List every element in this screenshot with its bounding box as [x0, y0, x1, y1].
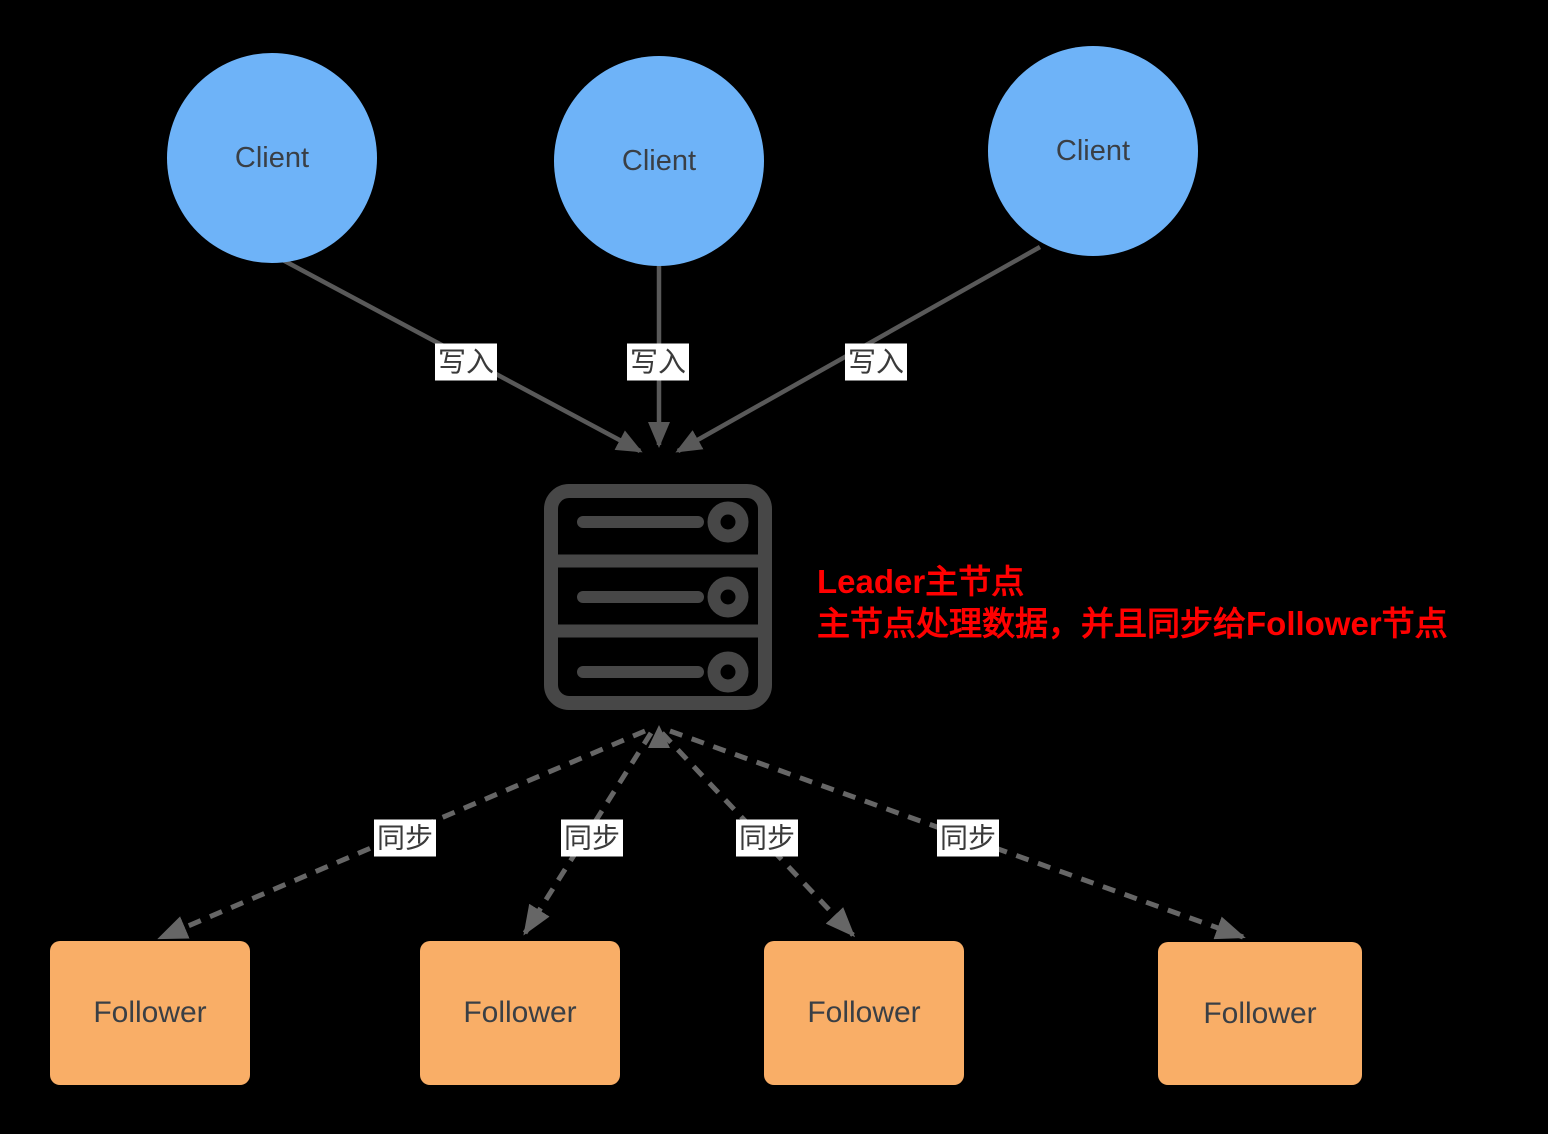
client-label: Client — [1055, 134, 1131, 167]
follower-label: Follower — [807, 996, 921, 1029]
write-edge-label-3: 写入 — [844, 343, 908, 381]
write-edge-label-1: 写入 — [434, 343, 498, 381]
follower-label: Follower — [1203, 996, 1317, 1030]
follower-label: Follower — [463, 996, 577, 1029]
client-node-2: Client — [554, 56, 764, 266]
leader-annotation-line2: 主节点处理数据，并且同步给Follower节点 — [817, 605, 1448, 642]
follower-label: Follower — [93, 996, 207, 1029]
client-label: Client — [621, 144, 697, 177]
client-node-1: Client — [167, 53, 377, 263]
client-label: Client — [234, 141, 310, 174]
follower-node-1: Follower — [50, 941, 250, 1085]
sync-edge-label-3: 同步 — [735, 819, 799, 857]
leader-annotation-line1: Leader主节点 — [817, 563, 1025, 600]
sync-edge-label-2: 同步 — [560, 819, 624, 857]
follower-node-2: Follower — [420, 941, 620, 1085]
leader-annotation: Leader主节点 主节点处理数据，并且同步给Follower节点 — [817, 561, 1448, 645]
sync-edge-label-1: 同步 — [373, 819, 437, 857]
client-node-3: Client — [988, 46, 1198, 256]
sync-edge-label-4: 同步 — [936, 819, 1000, 857]
sync-origin-arrowhead — [648, 725, 670, 748]
write-edge-label-2: 写入 — [626, 343, 690, 381]
follower-node-4: Follower — [1158, 942, 1362, 1085]
follower-node-3: Follower — [764, 941, 964, 1085]
server-icon — [544, 484, 772, 710]
